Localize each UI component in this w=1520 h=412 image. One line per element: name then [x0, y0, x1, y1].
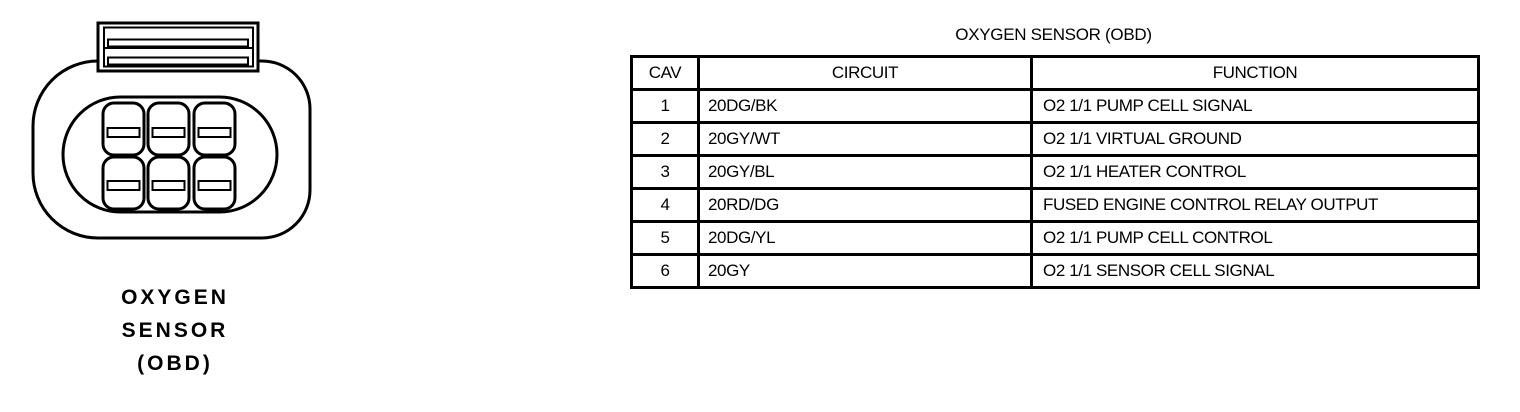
table-header-row: CAV CIRCUIT FUNCTION — [630, 55, 1480, 91]
pin-1-slot — [106, 127, 141, 138]
cell-circuit: 20GY/WT — [697, 121, 1033, 157]
cell-cav: 2 — [630, 121, 700, 157]
connector-pins — [101, 101, 237, 211]
cell-cav: 5 — [630, 220, 700, 256]
cell-circuit: 20DG/YL — [697, 220, 1033, 256]
column-header-circuit: CIRCUIT — [697, 55, 1033, 91]
table-row: 1 20DG/BK O2 1/1 PUMP CELL SIGNAL — [630, 88, 1480, 124]
connector-diagram — [31, 21, 312, 240]
cell-function: O2 1/1 PUMP CELL CONTROL — [1030, 220, 1480, 256]
connector-label-line: OXYGEN — [121, 286, 229, 309]
cell-circuit: 20RD/DG — [697, 187, 1033, 223]
pinout-table: CAV CIRCUIT FUNCTION 1 20DG/BK O2 1/1 PU… — [630, 55, 1480, 289]
cell-circuit: 20GY/BL — [697, 154, 1033, 190]
cell-cav: 4 — [630, 187, 700, 223]
table-row: 6 20GY O2 1/1 SENSOR CELL SIGNAL — [630, 253, 1480, 289]
table-title: OXYGEN SENSOR (OBD) — [955, 25, 1152, 44]
pin-3-slot — [197, 127, 232, 138]
pin-5-slot — [151, 180, 186, 191]
table-row: 4 20RD/DG FUSED ENGINE CONTROL RELAY OUT… — [630, 187, 1480, 223]
table-row: 5 20DG/YL O2 1/1 PUMP CELL CONTROL — [630, 220, 1480, 256]
table-row: 3 20GY/BL O2 1/1 HEATER CONTROL — [630, 154, 1480, 190]
cell-function: FUSED ENGINE CONTROL RELAY OUTPUT — [1030, 187, 1480, 223]
connector-label-line: SENSOR — [121, 319, 229, 342]
pin-6-slot — [197, 180, 232, 191]
pin-2-slot — [151, 127, 186, 138]
pin-4-slot — [106, 180, 141, 191]
column-header-cav: CAV — [630, 55, 700, 91]
cell-function: O2 1/1 PUMP CELL SIGNAL — [1030, 88, 1480, 124]
cell-cav: 1 — [630, 88, 700, 124]
cell-cav: 6 — [630, 253, 700, 289]
connector-label: OXYGEN SENSOR (OBD) — [90, 281, 260, 380]
connector-latch — [96, 21, 260, 73]
cell-circuit: 20DG/BK — [697, 88, 1033, 124]
cell-cav: 3 — [630, 154, 700, 190]
column-header-function: FUNCTION — [1030, 55, 1480, 91]
connector-label-line: (OBD) — [137, 352, 213, 375]
cell-function: O2 1/1 SENSOR CELL SIGNAL — [1030, 253, 1480, 289]
cell-circuit: 20GY — [697, 253, 1033, 289]
cell-function: O2 1/1 VIRTUAL GROUND — [1030, 121, 1480, 157]
table-row: 2 20GY/WT O2 1/1 VIRTUAL GROUND — [630, 121, 1480, 157]
cell-function: O2 1/1 HEATER CONTROL — [1030, 154, 1480, 190]
